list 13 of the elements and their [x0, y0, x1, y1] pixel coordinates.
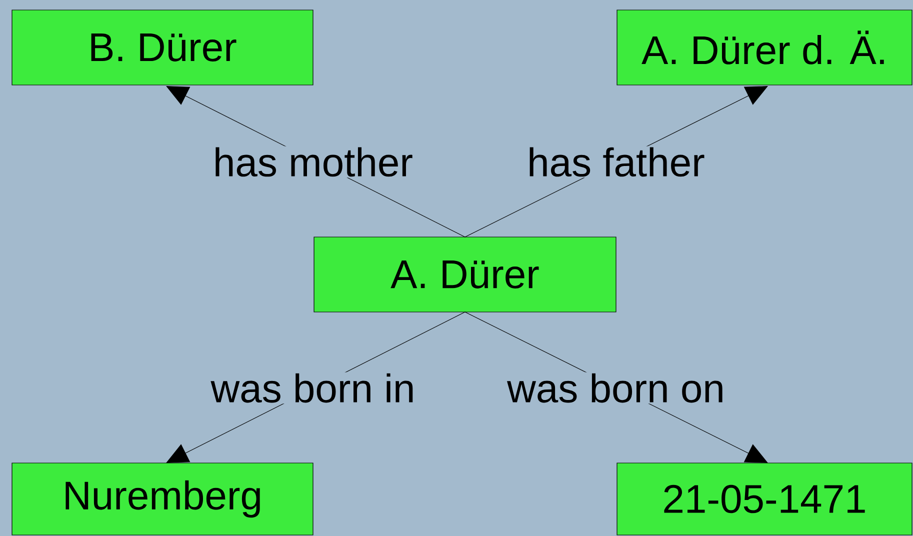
arrow	[464, 86, 768, 238]
edge-label: has mother	[212, 146, 414, 178]
edge-label: was born on	[506, 372, 726, 404]
entity-box: B. Dürer	[12, 10, 314, 86]
entity-box: A. Dürer	[314, 236, 616, 312]
edge-label: was born in	[210, 372, 416, 404]
arrow	[166, 86, 466, 238]
arrow	[166, 312, 466, 463]
arrow	[464, 312, 768, 463]
entity-box: 21-05-1471	[616, 462, 912, 536]
entity-box: A. Dürer d. Ä.	[616, 10, 912, 86]
edge-label: has father	[526, 146, 706, 178]
entity-box: Nuremberg	[12, 462, 314, 536]
